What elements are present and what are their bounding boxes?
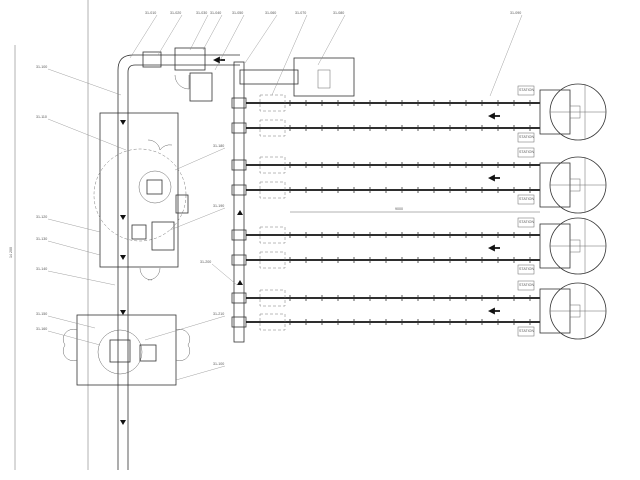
- station-label-box: STATION: [517, 132, 534, 143]
- station-label-box: STATION: [517, 280, 534, 291]
- infeed-conveyor: [117, 47, 240, 470]
- callout-left: 31-130: [36, 237, 47, 241]
- callout-left: 31-140: [36, 267, 47, 271]
- conveyor-line: STATION: [231, 181, 540, 205]
- station-label-box: STATION: [517, 194, 534, 205]
- svg-text:STATION: STATION: [519, 197, 534, 201]
- svg-text:STATION: STATION: [519, 267, 534, 271]
- callout-top: 31-030: [196, 11, 207, 15]
- callout-right: 31-180: [213, 144, 224, 148]
- svg-text:STATION: STATION: [519, 283, 534, 287]
- callout-left: 31-160: [36, 327, 47, 331]
- callout-top: 31-060: [265, 11, 276, 15]
- callout-top: 31-010: [145, 11, 156, 15]
- conveyor-line: STATION: [231, 85, 540, 120]
- callout-top: 31-050: [232, 11, 243, 15]
- flow-arrow-left: [487, 112, 500, 120]
- conveyor-line: STATION: [231, 280, 540, 315]
- robot-cell-1: [93, 112, 189, 281]
- callout-top: 31-020: [170, 11, 181, 15]
- production-lines: STATION STATION STATION STATION STATION STATI…: [231, 85, 540, 337]
- flow-arrow-left: [487, 174, 500, 182]
- svg-text:STATION: STATION: [519, 150, 534, 154]
- flow-arrows: [120, 120, 243, 425]
- callout-top: 31-040: [210, 11, 221, 15]
- conveyor-line: STATION: [231, 147, 540, 182]
- station-label-box: STATION: [517, 217, 534, 228]
- drum-machine: [539, 217, 607, 275]
- callout-left: 31-110: [36, 115, 47, 119]
- line-dimension-label: 9000: [395, 207, 403, 211]
- callout-left: 31-100: [36, 65, 47, 69]
- callout-top: 31-080: [333, 11, 344, 15]
- station-label-box: STATION: [517, 326, 534, 337]
- drum-stations: [539, 83, 607, 340]
- conveyor-line: STATION: [231, 313, 540, 337]
- svg-text:STATION: STATION: [519, 220, 534, 224]
- station-label-box: STATION: [517, 147, 534, 158]
- svg-text:STATION: STATION: [519, 135, 534, 139]
- svg-text:STATION: STATION: [519, 88, 534, 92]
- station-label-box: STATION: [517, 85, 534, 96]
- drum-machine: [539, 156, 607, 214]
- flow-arrow-left: [487, 307, 500, 315]
- callout-left: 31-120: [36, 215, 47, 219]
- callout-right: 31-210: [213, 312, 224, 316]
- callout-top: 31-070: [295, 11, 306, 15]
- callout-right: 31-200: [200, 260, 211, 264]
- conveyor-line: STATION: [231, 251, 540, 275]
- callout-right: 31-190: [213, 204, 224, 208]
- conveyor-line: STATION: [231, 217, 540, 252]
- overall-dimension-label: 14 200: [9, 247, 13, 258]
- callout-left: 31-150: [36, 312, 47, 316]
- transfer-conveyor: [233, 57, 355, 343]
- conveyor-line: STATION: [231, 119, 540, 143]
- robot-cell-2: [62, 314, 191, 386]
- callout-right: 31-100: [213, 362, 224, 366]
- callout-top: 31-090: [510, 11, 521, 15]
- drum-machine: [539, 282, 607, 340]
- station-label-box: STATION: [517, 264, 534, 275]
- drum-machine: [539, 83, 607, 141]
- flow-arrow-left: [487, 244, 500, 252]
- svg-text:STATION: STATION: [519, 329, 534, 333]
